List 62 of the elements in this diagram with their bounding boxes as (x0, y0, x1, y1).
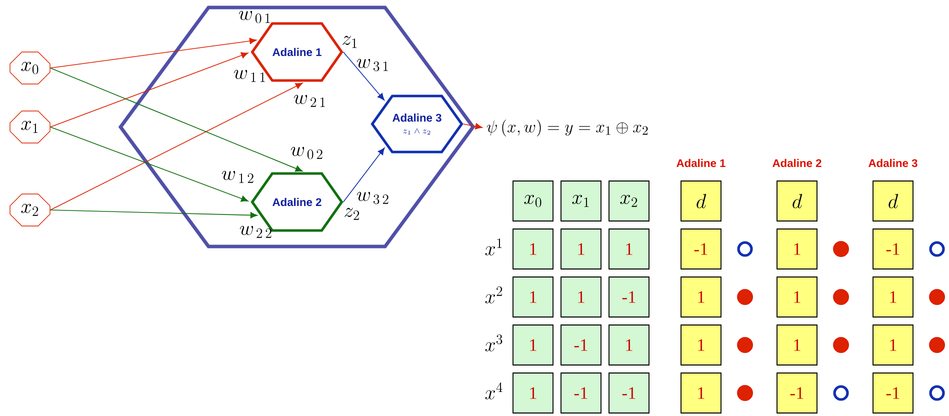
table-cell: 1 (776, 276, 818, 318)
arrow (342, 148, 385, 202)
table-cell: 1 (608, 228, 650, 270)
input-octagon: $x_1$ (10, 110, 50, 144)
table-cell: $d$ (872, 180, 914, 222)
table-cell: -1 (776, 372, 818, 414)
column-header: Adaline 3 (868, 158, 918, 168)
table-cell: 1 (512, 324, 554, 366)
weight-label: $w_{\,3\,2}$ (356, 192, 388, 204)
table-cell: 1 (680, 324, 722, 366)
table-cell: -1 (608, 276, 650, 318)
table-cell: -1 (560, 324, 602, 366)
table-cell: 1 (608, 324, 650, 366)
weight-label: $w_{\,0\,1}$ (238, 10, 270, 24)
table-cell: $x_1$ (560, 180, 602, 222)
table-cell: 1 (776, 228, 818, 270)
table-cell: -1 (560, 372, 602, 414)
weight-label: $w_{\,1\,2}$ (222, 170, 254, 183)
table-cell: 1 (680, 372, 722, 414)
table-cell: 1 (512, 276, 554, 318)
arrow (50, 210, 258, 218)
column-header: Adaline 2 (772, 158, 822, 168)
weight-label: $w_{\,0\,2}$ (290, 146, 322, 160)
arrow (462, 123, 482, 130)
output-label: $z_2$ (344, 208, 360, 220)
arrow (342, 52, 384, 100)
arrow (50, 38, 257, 68)
table-cell: $x_0$ (512, 180, 554, 222)
column-header: Adaline 1 (676, 158, 726, 168)
table-cell: $x_2$ (608, 180, 650, 222)
table-cell: 1 (776, 324, 818, 366)
table-cell: -1 (680, 228, 722, 270)
arrow (50, 126, 248, 202)
row-label: $x^4$ (485, 382, 502, 400)
weight-label: $w_{\,3\,1}$ (356, 58, 388, 72)
table-cell: 1 (872, 324, 914, 366)
row-label: $x^2$ (485, 286, 502, 304)
table-cell: 1 (680, 276, 722, 318)
arrow (50, 82, 303, 210)
table-cell: 1 (512, 228, 554, 270)
table-cell: 1 (560, 276, 602, 318)
row-label: $x^3$ (485, 334, 502, 352)
weight-label: $w_{\,2\,1}$ (294, 94, 325, 107)
table-cell: -1 (872, 372, 914, 414)
table-cell: $d$ (776, 180, 818, 222)
output-formula: $\psi\left(x,w\right) = y = x_1 \oplus x_2$ (486, 120, 648, 136)
table-cell: -1 (608, 372, 650, 414)
adaline-hexagon: Adaline 3 $z_1 \wedge z_2$ (370, 94, 464, 154)
table-cell: $d$ (680, 180, 722, 222)
arrow (50, 68, 303, 172)
weight-label: $w_{\,1\,1}$ (234, 70, 265, 82)
table-cell: -1 (872, 228, 914, 270)
output-label: $z_1$ (342, 36, 357, 48)
arrow (50, 52, 248, 128)
input-octagon: $x_2$ (10, 194, 50, 226)
input-octagon: $x_0$ (10, 52, 50, 84)
row-label: $x^1$ (485, 238, 502, 256)
outer-hexagon (118, 6, 476, 248)
table-cell: 1 (872, 276, 914, 318)
weight-label: $w_{\,2\,2}$ (240, 226, 272, 238)
table-cell: 1 (512, 372, 554, 414)
table-cell: 1 (560, 228, 602, 270)
